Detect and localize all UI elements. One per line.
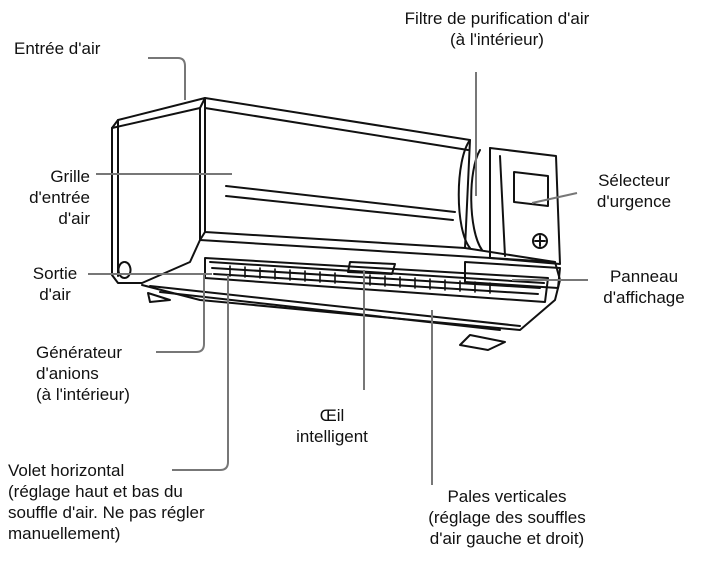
label-air-inlet: Entrée d'air bbox=[14, 39, 101, 58]
label-purification-filter: Filtre de purification d'air (à l'intéri… bbox=[404, 9, 590, 49]
label-inlet-grille: Grille d'entrée d'air bbox=[29, 167, 90, 228]
label-intelligent-eye: Œil intelligent bbox=[296, 406, 368, 446]
leader-air-inlet bbox=[148, 57, 186, 100]
label-display-panel: Panneau d'affichage bbox=[603, 267, 685, 307]
label-air-outlet: Sortie d'air bbox=[32, 264, 78, 304]
leader-horizontal-flap bbox=[172, 275, 229, 471]
label-emergency-selector: Sélecteur d'urgence bbox=[596, 171, 672, 211]
front-panel bbox=[204, 97, 471, 249]
display-panel-shape bbox=[464, 261, 561, 289]
leader-emergency-selector bbox=[531, 192, 578, 204]
filter-frame bbox=[457, 139, 491, 259]
label-anion-generator: Générateur d'anions (à l'intérieur) bbox=[36, 343, 130, 404]
leader-anion-generator bbox=[156, 275, 205, 353]
emergency-button-icon bbox=[532, 233, 548, 249]
unit-left-endcap bbox=[111, 97, 206, 284]
label-horizontal-flap: Volet horizontal (réglage haut et bas du… bbox=[8, 461, 205, 543]
label-vertical-blades: Pales verticales (réglage des souffles d… bbox=[428, 487, 586, 548]
